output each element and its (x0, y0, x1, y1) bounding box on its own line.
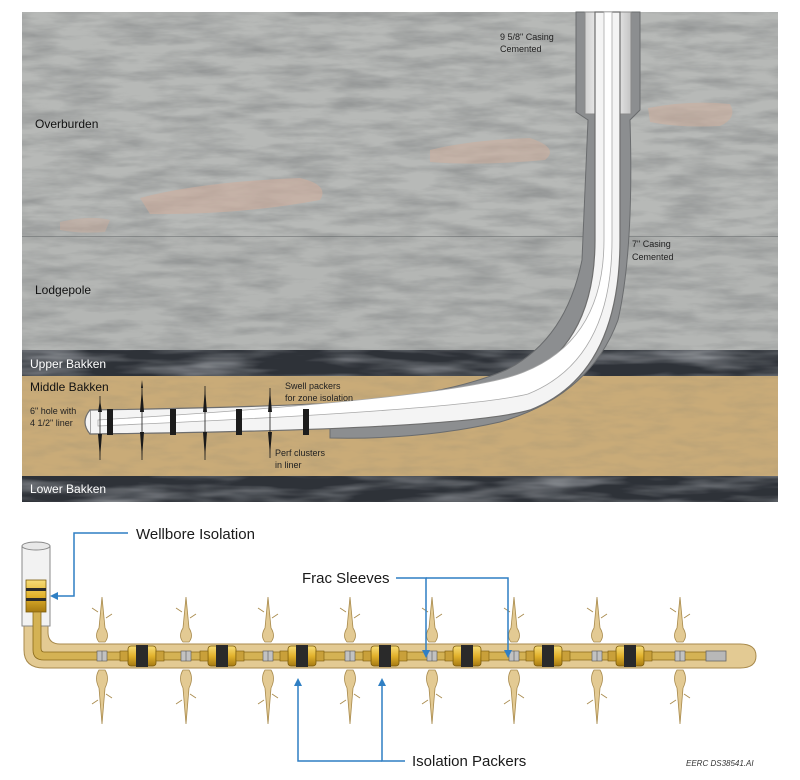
callout-wellbore-isolation: Wellbore Isolation (50, 526, 255, 600)
annotation-casing-7-line2: Cemented (632, 252, 674, 262)
annotation-perf-line1: Perf clusters (275, 448, 326, 458)
inner-liner (97, 11, 613, 427)
wellbore-isolation-packer (25, 579, 47, 613)
fracture (339, 596, 361, 725)
frac-sleeve (508, 650, 520, 662)
completion-schematic: Wellbore Isolation Frac Sleeves Isolatio… (21, 526, 757, 770)
fracture (91, 596, 113, 725)
swell-packers (107, 409, 309, 435)
label-isolation-packers: Isolation Packers (412, 753, 526, 770)
geology-cross-section: Overburden Lodgepole Upper Bakken Middle… (22, 11, 778, 502)
label-lower-bakken: Lower Bakken (30, 482, 106, 496)
cement-sheath (329, 11, 641, 439)
callout-isolation-packers: Isolation Packers (294, 678, 526, 770)
fracture (421, 596, 443, 725)
upper-bakken-layer (22, 350, 778, 376)
lower-bakken-layer (22, 476, 778, 502)
label-frac-sleeves: Frac Sleeves (302, 570, 390, 587)
isolation-packer (119, 645, 165, 667)
liner-toe (84, 409, 91, 435)
annotation-swell-line1: Swell packers (285, 381, 341, 391)
isolation-packer (362, 645, 408, 667)
annotation-hole-line2: 4 1/2" liner (30, 418, 73, 428)
fracture (669, 596, 691, 725)
frac-sleeve (180, 650, 192, 662)
isolation-packer (607, 645, 653, 667)
perf-clusters (98, 380, 272, 458)
isolation-packer-set (119, 645, 653, 667)
isolation-packer (444, 645, 490, 667)
label-overburden: Overburden (35, 117, 98, 131)
tubing-shoe (705, 650, 727, 662)
fracture (175, 596, 197, 725)
label-middle-bakken: Middle Bakken (30, 380, 109, 394)
annotation-perf-line2: in liner (275, 460, 302, 470)
label-upper-bakken: Upper Bakken (30, 357, 106, 371)
fracture (257, 596, 279, 725)
annotation-casing-958-line2: Cemented (500, 44, 542, 54)
frac-sleeve (262, 650, 274, 662)
callout-frac-sleeves: Frac Sleeves (302, 570, 512, 658)
frac-sleeve (591, 650, 603, 662)
perf-fractures (99, 386, 271, 460)
isolation-packer (279, 645, 325, 667)
frac-sleeve (344, 650, 356, 662)
annotation-swell-line2: for zone isolation (285, 393, 353, 403)
label-lodgepole: Lodgepole (35, 283, 91, 297)
frac-sleeve (96, 650, 108, 662)
annotation-casing-958-line1: 9 5/8" Casing (500, 32, 554, 42)
frac-sleeve (674, 650, 686, 662)
frac-sleeve-set (96, 650, 686, 662)
annotation-hole-line1: 6" hole with (30, 406, 76, 416)
isolation-packer (199, 645, 245, 667)
fracture (586, 596, 608, 725)
label-wellbore-isolation: Wellbore Isolation (136, 526, 255, 543)
credit-label: EERC DS38541.AI (686, 759, 754, 768)
lodgepole-layer (22, 237, 778, 350)
fracture (503, 596, 525, 725)
annotation-casing-7-line1: 7" Casing (632, 239, 671, 249)
isolation-packer (525, 645, 571, 667)
fracture-spikes (91, 596, 691, 725)
overburden-layer (22, 12, 778, 237)
frac-sleeve (426, 650, 438, 662)
